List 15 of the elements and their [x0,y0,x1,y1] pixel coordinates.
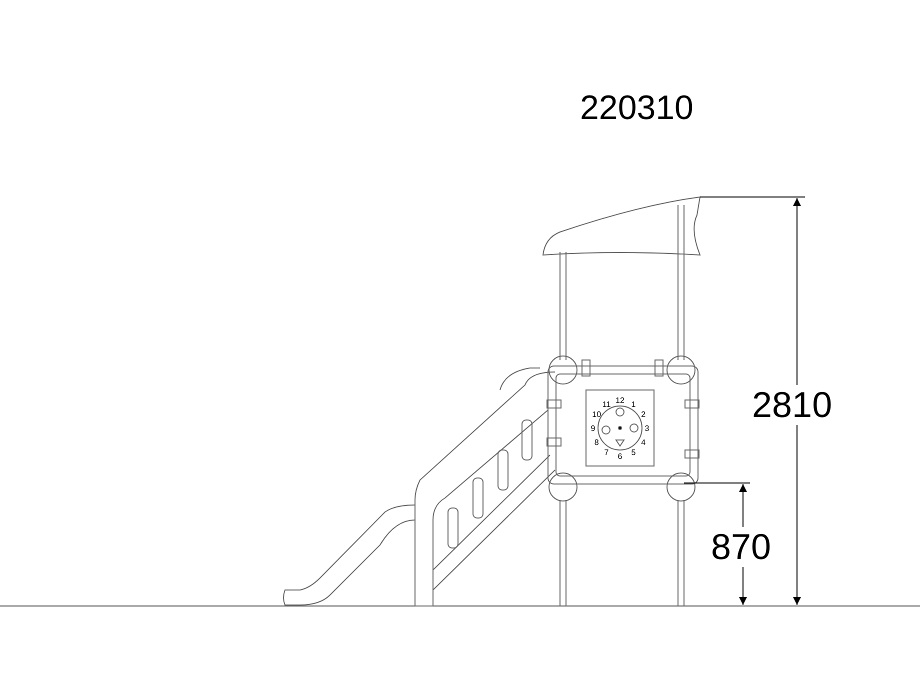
clock-numeral: 10 [592,410,602,419]
clock-numeral: 9 [590,424,596,433]
clock-numeral: 2 [641,410,646,419]
model-number: 220310 [580,88,694,128]
clock-numeral: 3 [644,424,650,433]
clock-numeral: 4 [641,438,646,447]
dimension-value: 2810 [752,385,832,425]
clock-numeral: 1 [631,400,636,409]
clock-numeral: 8 [594,438,599,447]
clock-numeral: 6 [618,452,622,461]
clock-numeral: 7 [604,448,609,458]
clock-numeral: 12 [616,396,624,405]
clock-numeral: 11 [602,400,611,409]
clock-numeral: 5 [631,448,636,458]
dimension-value: 870 [711,527,772,567]
